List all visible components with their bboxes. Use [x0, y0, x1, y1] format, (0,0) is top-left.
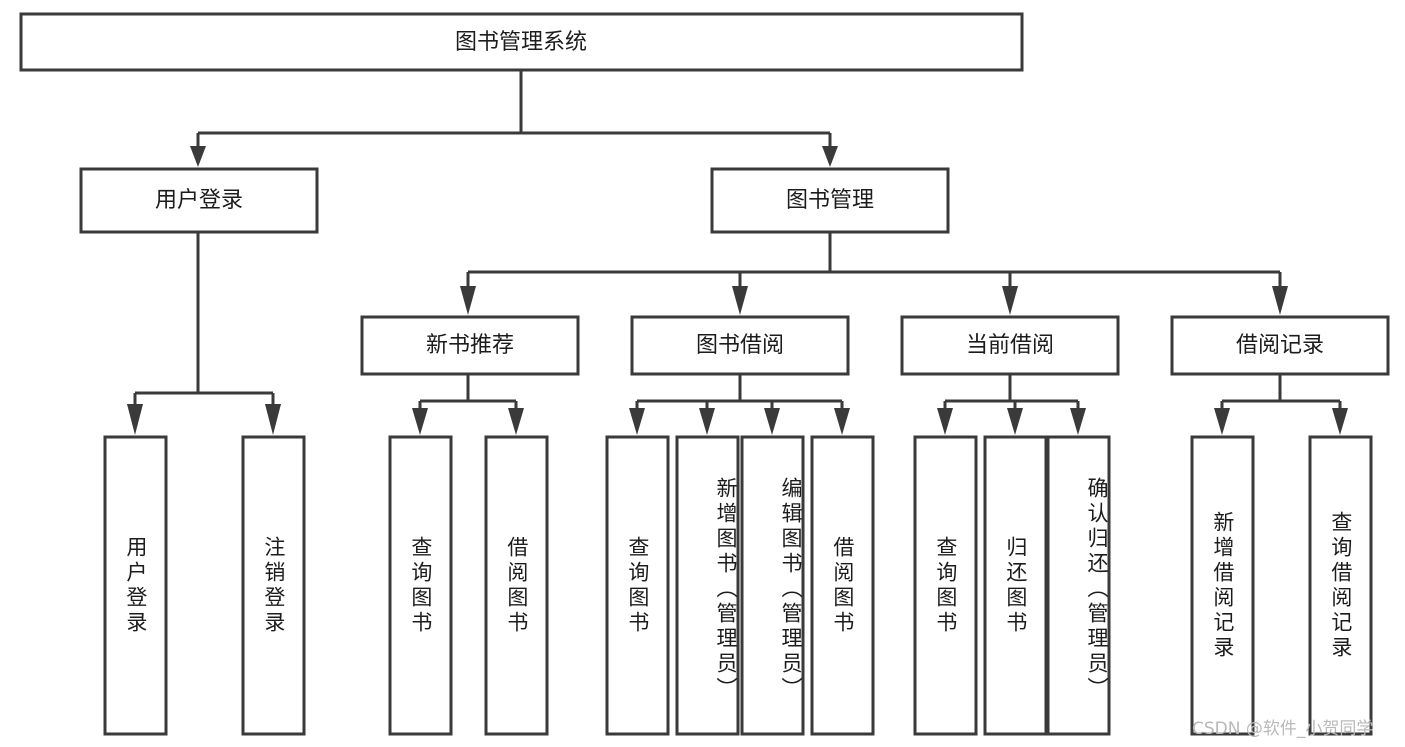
- leaf-node-borrow-lend[interactable]: [810, 435, 875, 736]
- node-borrow-record-label: 借阅记录: [1236, 333, 1324, 358]
- leaf-node-borrow-add-admin[interactable]: [675, 435, 740, 736]
- node-root-system[interactable]: 图书管理系统: [19, 12, 1024, 72]
- arrow-head-icon: [629, 408, 645, 435]
- arrow-head-icon: [265, 404, 281, 435]
- connector-userlogin-to-leaves: [127, 232, 281, 435]
- leaf-node-record-add[interactable]: [1190, 435, 1255, 736]
- node-current-borrow[interactable]: 当前借阅: [900, 315, 1120, 376]
- arrow-head-icon: [1070, 408, 1086, 435]
- node-book-borrow[interactable]: 图书借阅: [630, 315, 850, 376]
- arrow-head-icon: [412, 408, 428, 435]
- arrow-head-icon: [1332, 408, 1348, 435]
- arrow-head-icon: [699, 408, 715, 435]
- arrow-head-icon: [127, 404, 143, 435]
- node-book-management[interactable]: 图书管理: [710, 167, 950, 234]
- node-new-book-recommend[interactable]: 新书推荐: [360, 315, 580, 376]
- arrow-head-icon: [1214, 408, 1230, 435]
- leaf-node-record-query[interactable]: [1308, 435, 1373, 736]
- leaf-node-borrow-edit-admin[interactable]: [740, 435, 805, 736]
- node-borrow-record[interactable]: 借阅记录: [1170, 315, 1390, 376]
- connector-borrowrecord-to-leaves: [1214, 374, 1348, 435]
- watermark-text: CSDN @软件_小贺同学: [1192, 719, 1374, 739]
- leaf-node-new-book-borrow[interactable]: [484, 435, 549, 736]
- leaf-node-current-confirm-admin[interactable]: [1046, 435, 1111, 736]
- arrow-head-icon: [937, 408, 953, 435]
- leaf-node-user-login-login[interactable]: [103, 435, 168, 736]
- connector-currentborrow-to-leaves: [937, 374, 1086, 435]
- node-user-login[interactable]: 用户登录: [79, 167, 319, 234]
- arrow-head-icon: [764, 408, 780, 435]
- connector-root-to-level2: [190, 70, 838, 167]
- arrow-head-icon: [508, 408, 524, 435]
- arrow-head-icon: [732, 286, 748, 315]
- leaf-node-current-query[interactable]: [913, 435, 978, 736]
- arrow-head-icon: [1002, 286, 1018, 315]
- node-user-login-label: 用户登录: [155, 188, 243, 213]
- leaf-node-current-return[interactable]: [983, 435, 1048, 736]
- leaf-node-user-login-logout[interactable]: [241, 435, 306, 736]
- leaf-node-borrow-query[interactable]: [605, 435, 670, 736]
- node-book-management-label: 图书管理: [786, 188, 874, 213]
- arrow-head-icon: [834, 408, 850, 435]
- node-root-system-label: 图书管理系统: [455, 30, 587, 55]
- connector-bookborrow-to-leaves: [629, 374, 850, 435]
- leaf-node-new-book-query[interactable]: [388, 435, 453, 736]
- arrow-head-icon: [460, 286, 476, 315]
- node-current-borrow-label: 当前借阅: [966, 333, 1054, 358]
- arrow-head-icon: [822, 146, 838, 167]
- connector-newbook-to-leaves: [412, 374, 524, 435]
- node-book-borrow-label: 图书借阅: [696, 333, 784, 358]
- arrow-head-icon: [190, 146, 206, 167]
- arrow-head-icon: [1007, 408, 1023, 435]
- arrow-head-icon: [1272, 286, 1288, 315]
- connector-bookmgmt-to-level3: [460, 232, 1288, 315]
- node-new-book-recommend-label: 新书推荐: [426, 333, 514, 358]
